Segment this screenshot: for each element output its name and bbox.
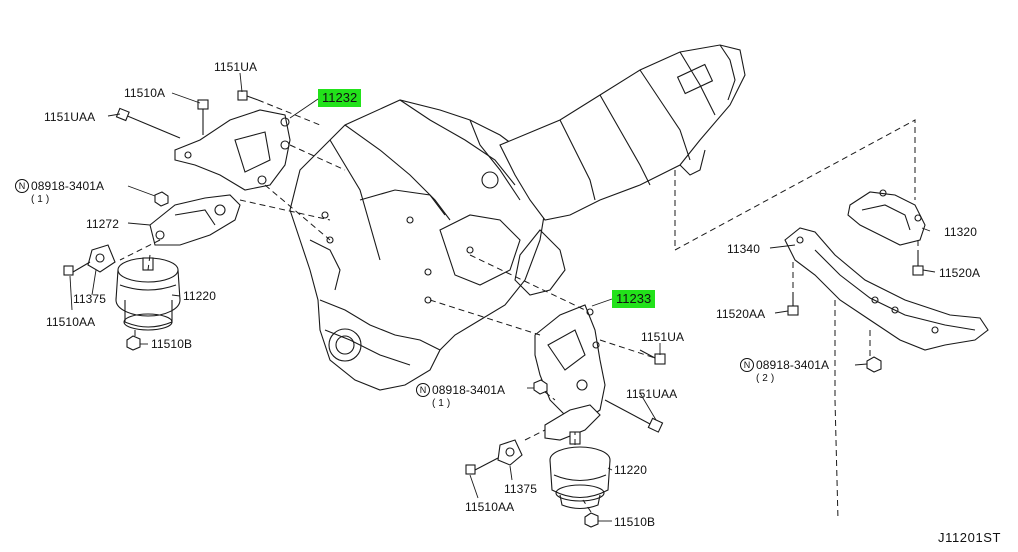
part-label-11272[interactable]: 11272	[86, 217, 119, 231]
nut-08918-left	[154, 191, 169, 207]
part-label-11232-highlighted[interactable]: 11232	[318, 89, 362, 107]
part-label-08918-mid[interactable]: 08918-3401A	[432, 383, 506, 397]
nut-11510b-right	[584, 512, 599, 528]
part-label-1151uaa-left[interactable]: 1151UAA	[44, 110, 96, 124]
part-label-1151ua-right[interactable]: 1151UA	[641, 330, 685, 344]
part-label-1151uaa-right[interactable]: 1151UAA	[626, 387, 678, 401]
part-label-11220-right[interactable]: 11220	[614, 463, 647, 477]
part-label-11375-right[interactable]: 11375	[504, 482, 537, 496]
bolt-11520a	[912, 250, 924, 276]
part-label-11340[interactable]: 11340	[727, 242, 760, 256]
arm-right	[544, 404, 601, 441]
rear-insulator	[847, 189, 926, 246]
nut-08918-right	[866, 356, 882, 373]
part-label-11233-highlighted[interactable]: 11233	[612, 290, 656, 308]
leader-lines	[69, 72, 936, 522]
quantity-right: ( 2 )	[756, 373, 775, 384]
part-label-11520aa[interactable]: 11520AA	[716, 307, 766, 321]
stopper-11375-right	[497, 439, 523, 466]
part-label-11510aa-right[interactable]: 11510AA	[465, 500, 515, 514]
rear-member	[784, 227, 989, 351]
bolt-1151uaa-right	[604, 399, 664, 433]
part-label-08918-right[interactable]: 08918-3401A	[756, 358, 830, 372]
right-bracket	[534, 304, 606, 421]
part-label-11510aa-left[interactable]: 11510AA	[46, 315, 96, 329]
part-label-11510a[interactable]: 11510A	[124, 86, 166, 100]
quantity-left: ( 1 )	[31, 194, 50, 205]
engine-block	[289, 99, 546, 391]
stopper-11375-left	[87, 244, 116, 273]
part-label-11520a[interactable]: 11520A	[939, 266, 981, 280]
n-symbol-mid: N	[416, 383, 430, 397]
nut-08918-mid	[533, 379, 548, 395]
bolt-1151uaa-left	[115, 107, 181, 139]
n-symbol-left: N	[15, 179, 29, 193]
quantity-mid: ( 1 )	[432, 398, 451, 409]
nut-11510b-left	[126, 335, 141, 351]
n-symbol-right: N	[740, 358, 754, 372]
part-label-08918-left[interactable]: 08918-3401A	[31, 179, 105, 193]
diagram-reference-code: J11201ST	[938, 530, 1002, 545]
alignment-lines	[119, 99, 919, 521]
part-label-11220-left[interactable]: 11220	[183, 289, 216, 303]
bolt-11510a	[197, 99, 209, 135]
bolt-1151ua-top	[237, 90, 259, 101]
part-label-11510b-right[interactable]: 11510B	[614, 515, 656, 529]
right-insulator	[549, 431, 611, 510]
part-label-1151ua-top[interactable]: 1151UA	[214, 60, 258, 74]
left-upper-bracket	[174, 109, 291, 191]
bolt-11520aa	[787, 292, 799, 316]
transmission	[499, 44, 746, 296]
left-lower-bracket	[149, 194, 241, 246]
left-insulator	[115, 257, 181, 331]
bolt-11510aa-left	[63, 261, 91, 276]
part-label-11375-left[interactable]: 11375	[73, 292, 106, 306]
bolt-11510aa-right	[465, 457, 499, 475]
part-label-11320[interactable]: 11320	[944, 225, 977, 239]
part-label-11510b-left[interactable]: 11510B	[151, 337, 193, 351]
